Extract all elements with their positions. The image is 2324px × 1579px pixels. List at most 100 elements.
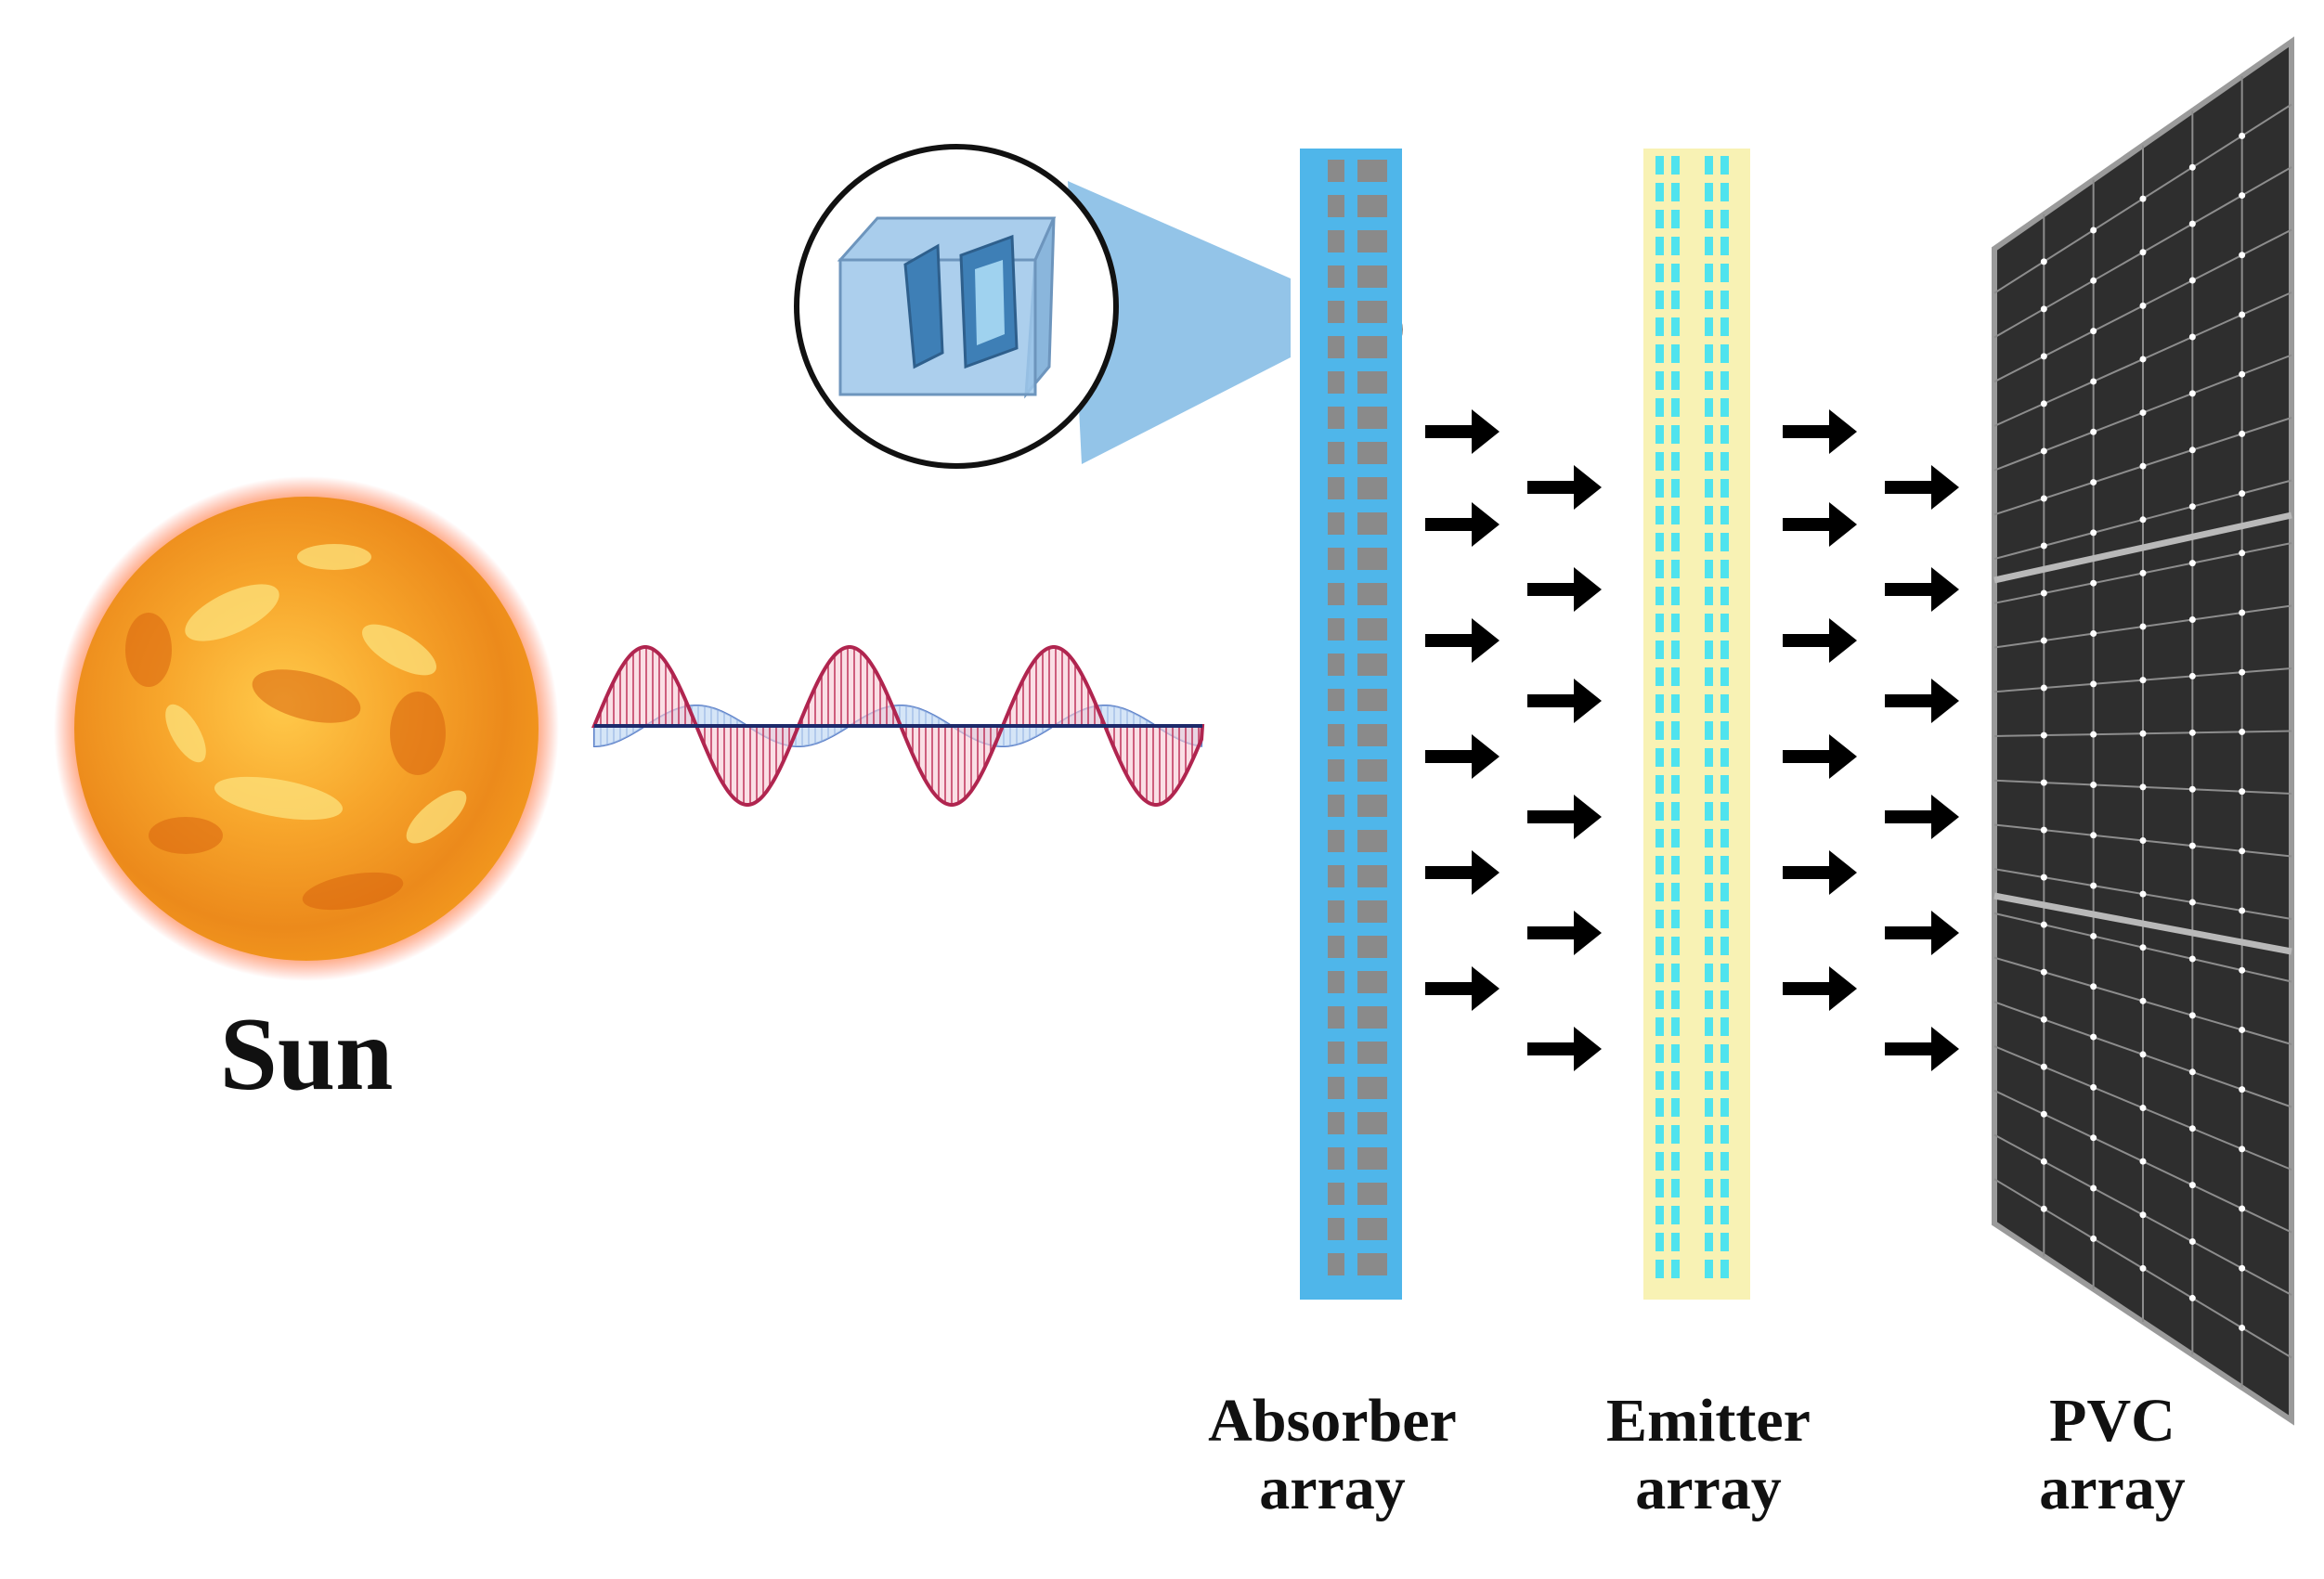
panel-cell-dot	[2139, 516, 2147, 524]
emitter-cell	[1720, 1125, 1729, 1144]
panel-cell-dot	[2239, 370, 2246, 378]
panel-cell-dot	[2239, 1086, 2246, 1094]
panel-cell-dot	[2040, 1110, 2047, 1118]
arrow-right-icon	[1425, 618, 1500, 663]
emitter-cell	[1705, 506, 1713, 524]
emitter-cell	[1705, 560, 1713, 578]
emitter-cell	[1671, 452, 1680, 471]
emitter-cell	[1720, 856, 1729, 874]
emitter-cell	[1671, 883, 1680, 901]
emitter-cell	[1705, 1233, 1713, 1251]
absorber-cell	[1357, 442, 1387, 464]
emitter-cell	[1655, 425, 1664, 444]
emitter-cell	[1705, 210, 1713, 228]
emitter-cell	[1655, 1044, 1664, 1063]
absorber-cell	[1357, 195, 1387, 217]
emitter-cell	[1655, 641, 1664, 659]
emitter-cell	[1671, 721, 1680, 740]
emitter-cell	[1671, 1044, 1680, 1063]
emitter-cell	[1720, 587, 1729, 605]
absorber-cell	[1357, 865, 1387, 887]
panel-cell-dot	[2188, 447, 2196, 454]
panel-cell-dot	[2090, 328, 2097, 335]
panel-cell-dot	[2188, 1238, 2196, 1246]
panel-cell-dot	[2188, 672, 2196, 679]
arrow-right-icon	[1527, 679, 1602, 723]
absorber-cell	[1328, 512, 1344, 535]
arrow-right-icon	[1885, 911, 1959, 955]
emitter-cell	[1705, 614, 1713, 632]
absorber-cell	[1328, 971, 1344, 993]
emitter-cell	[1655, 694, 1664, 713]
emitter-cell	[1705, 694, 1713, 713]
absorber-cell	[1328, 195, 1344, 217]
emitter-label-line2: array	[1635, 1454, 1782, 1522]
absorber-cell	[1328, 1253, 1344, 1275]
emitter-label-line1: Emitter	[1606, 1387, 1811, 1455]
emitter-cell	[1655, 506, 1664, 524]
emitter-cell	[1720, 156, 1729, 175]
emitter-cell	[1720, 748, 1729, 767]
emitter-cell	[1671, 1179, 1680, 1197]
emitter-cell	[1655, 1233, 1664, 1251]
emitter-cell	[1671, 210, 1680, 228]
panel-cell-dot	[2139, 302, 2147, 309]
panel-cell-dot	[2139, 195, 2147, 202]
panel-cell-dot	[2040, 1205, 2047, 1212]
absorber-cell	[1328, 1006, 1344, 1029]
emitter-cell	[1655, 721, 1664, 740]
emitter-cell	[1720, 937, 1729, 955]
absorber-cell	[1328, 795, 1344, 817]
emitter-cell	[1671, 425, 1680, 444]
panel-cell-dot	[2188, 955, 2196, 963]
emitter-cell	[1705, 1071, 1713, 1090]
absorber-cell	[1357, 1253, 1387, 1275]
panel-cell-dot	[2188, 390, 2196, 397]
emitter-cell	[1655, 802, 1664, 821]
emitter-cell	[1671, 291, 1680, 309]
absorber-cell	[1328, 336, 1344, 358]
panel-cell-dot	[2188, 560, 2196, 567]
emitter-cell	[1720, 183, 1729, 201]
absorber-cell	[1328, 1042, 1344, 1064]
arrow-right-icon	[1783, 618, 1857, 663]
emitter-cells	[1655, 156, 1729, 1278]
panel-cell-dot	[2239, 192, 2246, 200]
emitter-cell	[1720, 452, 1729, 471]
panel-cell-dot	[2090, 378, 2097, 385]
panel-cell-dot	[2188, 616, 2196, 624]
emitter-array-label: Emitter array	[1532, 1387, 1885, 1522]
absorber-cell	[1357, 371, 1387, 394]
emitter-cell	[1705, 1044, 1713, 1063]
absorber-cell	[1357, 407, 1387, 429]
panel-cell-dot	[2139, 836, 2147, 844]
emitter-cell	[1655, 1260, 1664, 1278]
panel-cell-dot	[2139, 677, 2147, 684]
arrow-right-icon	[1527, 911, 1602, 955]
absorber-cell	[1328, 759, 1344, 782]
panel-cell-dot	[2040, 779, 2047, 786]
emitter-cell	[1705, 910, 1713, 928]
emitter-cell	[1655, 1179, 1664, 1197]
emitter-cell	[1655, 560, 1664, 578]
emitter-cell	[1671, 479, 1680, 498]
panel-cell-dot	[2090, 731, 2097, 738]
panel-cell-dot	[2040, 968, 2047, 976]
emitter-cell	[1655, 264, 1664, 282]
panel-cell-dot	[2239, 490, 2246, 498]
panel-cell-dot	[2239, 1145, 2246, 1153]
sun-label: Sun	[219, 997, 394, 1112]
emitter-cell	[1671, 1071, 1680, 1090]
emitter-cell	[1655, 371, 1664, 390]
arrow-right-icon	[1783, 966, 1857, 1011]
absorber-cell	[1357, 160, 1387, 182]
arrow-right-icon	[1885, 1027, 1959, 1071]
panel-cell-dot	[2239, 311, 2246, 318]
emitter-cell	[1705, 1179, 1713, 1197]
absorber-cell	[1328, 160, 1344, 182]
emitter-cell	[1720, 1044, 1729, 1063]
arrow-right-icon	[1885, 679, 1959, 723]
emitter-cell	[1705, 371, 1713, 390]
panel-cell-dot	[2239, 1264, 2246, 1272]
emitter-cell	[1720, 641, 1729, 659]
